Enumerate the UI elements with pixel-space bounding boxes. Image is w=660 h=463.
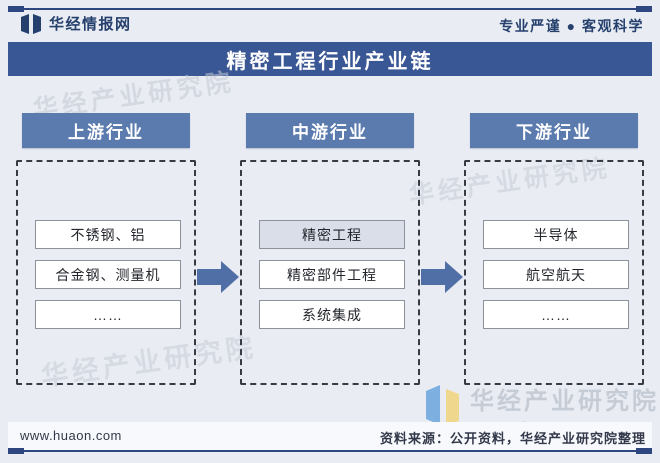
- midstream-group-box: 精密工程 精密部件工程 系统集成: [240, 160, 420, 385]
- column-header-midstream: 中游行业: [246, 113, 414, 148]
- page-title: 精密工程行业产业链: [226, 50, 434, 73]
- top-divider-rule: [8, 6, 652, 12]
- upstream-item-1: 不锈钢、铝: [35, 220, 181, 249]
- footer-website: www.huaon.com: [20, 428, 122, 443]
- bottom-divider-rule: [8, 448, 652, 454]
- watermark-brand-text: 华经产业研究院: [470, 388, 659, 415]
- flow-arrow-right-icon: [421, 257, 463, 297]
- footer-source-note: 资料来源：公开资料，华经产业研究院整理: [379, 431, 646, 446]
- column-downstream: 下游行业 半导体 航空航天 ……: [464, 113, 644, 385]
- column-header-downstream: 下游行业: [470, 113, 638, 148]
- column-upstream: 上游行业 不锈钢、铝 合金钢、测量机 ……: [16, 113, 196, 385]
- upstream-item-more: ……: [35, 300, 181, 329]
- brand-tagline: 专业严谨 ● 客观科学: [499, 18, 644, 34]
- midstream-item-3: 系统集成: [259, 300, 405, 329]
- brand-header: 华经情报网: [20, 13, 132, 34]
- downstream-item-1: 半导体: [483, 220, 629, 249]
- midstream-item-2: 精密部件工程: [259, 260, 405, 289]
- midstream-item-1: 精密工程: [259, 220, 405, 249]
- upstream-item-2: 合金钢、测量机: [35, 260, 181, 289]
- column-header-upstream: 上游行业: [22, 113, 190, 148]
- brand-name: 华经情报网: [49, 16, 132, 33]
- downstream-item-2: 航空航天: [483, 260, 629, 289]
- footer-band: [8, 422, 652, 450]
- huajing-book-logo-icon: [20, 13, 42, 34]
- flow-arrow-right-icon: [197, 257, 239, 297]
- upstream-group-box: 不锈钢、铝 合金钢、测量机 ……: [16, 160, 196, 385]
- title-bar: 精密工程行业产业链: [8, 42, 652, 76]
- column-midstream: 中游行业 精密工程 精密部件工程 系统集成: [240, 113, 420, 385]
- downstream-group-box: 半导体 航空航天 ……: [464, 160, 644, 385]
- downstream-item-more: ……: [483, 300, 629, 329]
